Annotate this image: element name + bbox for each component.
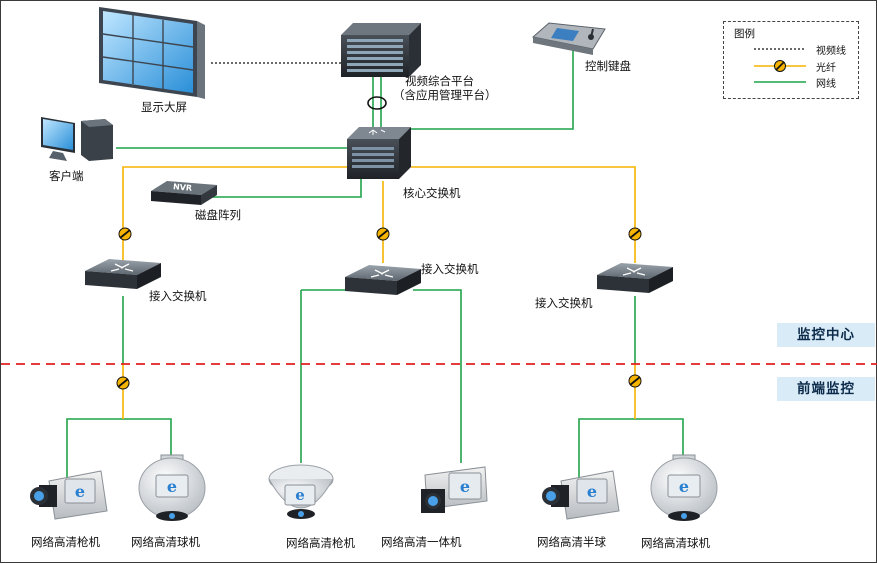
legend-title: 图例 [734,28,755,40]
svg-text:e: e [587,482,597,501]
access-switch-right-label: 接入交换机 [535,296,593,310]
network-lines [66,47,684,483]
svg-text:e: e [679,477,689,496]
zone-label-monitoring-center: 监控中心 [777,323,875,347]
access-switch-left-icon [85,259,161,289]
svg-text:e: e [460,477,470,496]
dome-camera-icon: e [650,454,718,521]
camera-label: 网络高清一体机 [381,535,462,549]
fiber-connector-icon [376,227,390,241]
bullet-camera-icon: e [30,470,108,520]
zone-label-frontend: 前端监控 [777,377,875,401]
svg-text:e: e [75,482,85,501]
half-dome-camera-icon: e [268,464,334,519]
camera-label: 网络高清枪机 [286,536,355,550]
video-platform-sublabel: （含应用管理平台） [393,88,497,102]
nvr-badge: NVR [172,182,193,193]
fiber-connector-icon [118,227,132,241]
access-switch-center-label: 接入交换机 [421,262,479,276]
legend-video-line-label: 视频线 [816,46,846,57]
access-switch-center-icon [345,265,421,295]
client-label: 客户端 [49,169,84,183]
bullet-camera-icon: e [542,470,620,520]
core-switch-icon [347,127,411,179]
access-switch-left-label: 接入交换机 [149,289,207,303]
dome-camera-icon: e [138,454,206,521]
fiber-connector-icon [628,374,642,388]
box-camera-icon: e [421,466,488,513]
svg-text:e: e [167,477,177,496]
fiber-connector-icon [116,376,130,390]
legend-swatches [754,48,806,83]
fiber-connector-icon [628,227,642,241]
video-platform-label: 视频综合平台 [405,74,474,88]
camera-label: 网络高清枪机 [31,535,100,549]
cable-bundle-ring [367,96,387,110]
camera-label: 网络高清球机 [131,535,200,549]
legend-fiber-label: 光纤 [816,63,836,74]
legend-network-label: 网线 [816,79,836,90]
nvr-icon [151,181,217,205]
video-platform-icon [341,23,421,77]
legend: 图例 视频线 光纤 网线 [723,21,859,99]
access-switch-right-icon [597,263,673,293]
disk-array-label: 磁盘阵列 [195,208,241,222]
camera-label: 网络高清半球 [537,535,606,549]
client-computer-icon [41,117,113,161]
svg-text:e: e [295,486,305,504]
control-keyboard-icon [531,22,606,55]
control-keyboard-label: 控制键盘 [585,59,631,73]
camera-label: 网络高清球机 [641,536,710,550]
display-wall-icon [99,7,205,99]
display-wall-label: 显示大屏 [141,100,187,114]
core-switch-label: 核心交换机 [403,186,461,200]
